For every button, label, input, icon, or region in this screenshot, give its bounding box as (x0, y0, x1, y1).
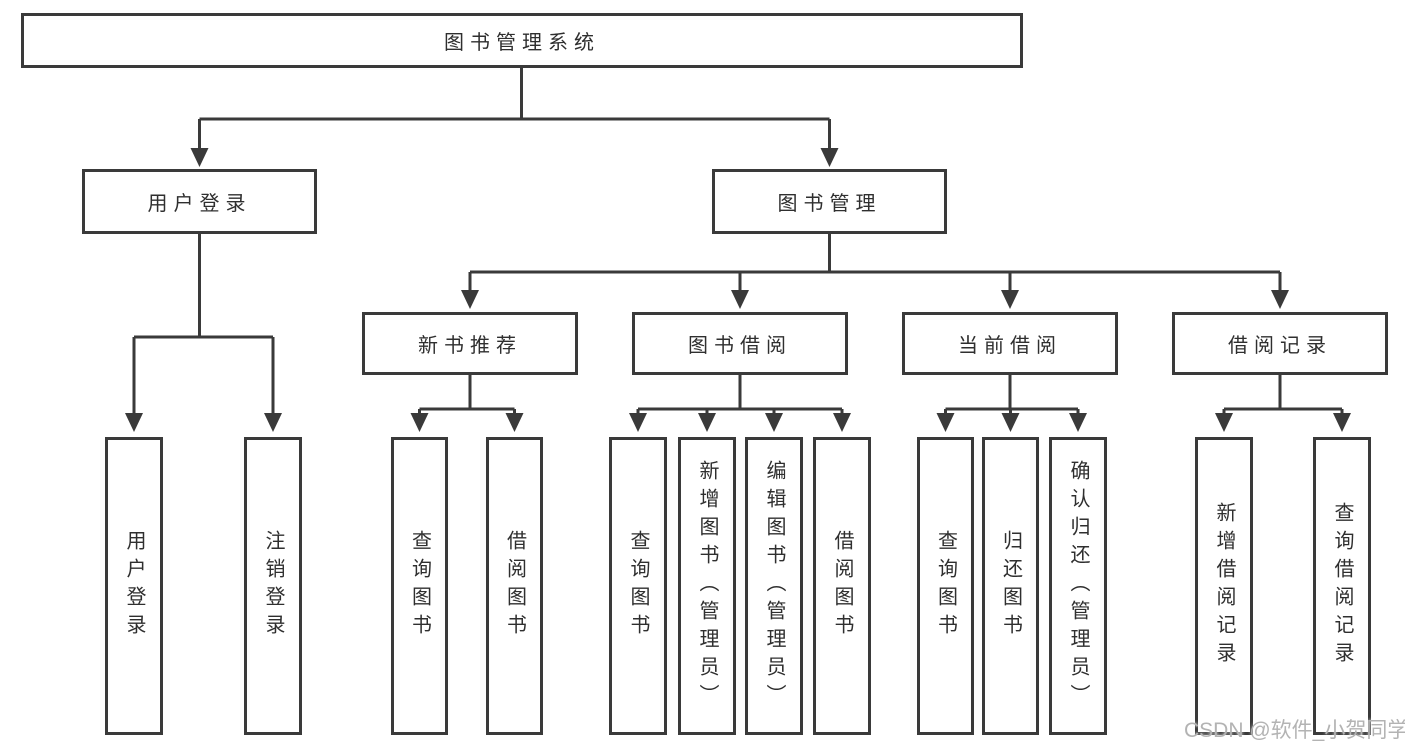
leaf-logout: 注销登录 (244, 437, 302, 735)
leaf-borrow-books: 借阅图书 (813, 437, 871, 735)
leaf-query-books-recommend: 查询图书 (391, 437, 448, 735)
leaf-label: 查询图书 (934, 530, 957, 642)
arrow-down-icon (505, 413, 524, 432)
leaf-return-books: 归还图书 (982, 437, 1039, 735)
leaf-label: 借阅图书 (831, 530, 853, 642)
leaf-label: 查询图书 (408, 530, 431, 642)
arrow-down-icon (833, 413, 851, 432)
arrow-down-icon (1001, 290, 1019, 309)
node-label: 图书借阅 (688, 335, 792, 357)
node-label: 用户登录 (147, 193, 252, 215)
arrow-down-icon (1001, 413, 1020, 432)
arrow-down-icon (410, 413, 429, 432)
leaf-borrow-books-recommend: 借阅图书 (486, 437, 543, 735)
node-user-login: 用户登录 (82, 169, 317, 234)
node-book-borrowing: 图书借阅 (632, 312, 848, 375)
leaf-user-login: 用户登录 (105, 437, 163, 735)
leaf-add-borrow-record: 新增借阅记录 (1195, 437, 1253, 735)
arrow-down-icon (765, 413, 783, 432)
node-current-borrowing: 当前借阅 (902, 312, 1118, 375)
node-label: 当前借阅 (958, 335, 1062, 357)
node-label: 图书管理 (777, 193, 882, 215)
leaf-label: 编辑图书（管理员） (763, 460, 785, 712)
arrow-down-icon (264, 413, 282, 432)
leaf-query-books-borrow: 查询图书 (609, 437, 667, 735)
arrow-down-icon (698, 413, 716, 432)
arrow-down-icon (1215, 413, 1233, 432)
arrow-down-icon (125, 413, 143, 432)
leaf-label: 归还图书 (999, 530, 1022, 642)
leaf-edit-books-admin: 编辑图书（管理员） (745, 437, 803, 735)
node-label: 借阅记录 (1228, 335, 1332, 357)
arrow-down-icon (936, 413, 955, 432)
arrow-down-icon (1069, 413, 1087, 432)
leaf-label: 用户登录 (123, 530, 145, 642)
leaf-label: 新增借阅记录 (1213, 502, 1235, 670)
node-book-management: 图书管理 (712, 169, 947, 234)
arrow-down-icon (1271, 290, 1289, 309)
leaf-label: 确认归还（管理员） (1067, 460, 1089, 712)
arrow-down-icon (731, 290, 749, 309)
node-label: 图书管理系统 (444, 32, 600, 54)
arrow-down-icon (190, 148, 209, 167)
leaf-add-books-admin: 新增图书（管理员） (678, 437, 736, 735)
arrow-down-icon (461, 290, 479, 309)
node-new-book-recommend: 新书推荐 (362, 312, 578, 375)
leaf-query-borrow-record: 查询借阅记录 (1313, 437, 1371, 735)
leaf-label: 查询借阅记录 (1331, 502, 1353, 670)
leaf-label: 新增图书（管理员） (696, 460, 718, 712)
leaf-label: 借阅图书 (503, 530, 526, 642)
csdn-watermark: CSDN @软件_小贺同学 (1184, 719, 1405, 742)
node-library-management-system: 图书管理系统 (21, 13, 1023, 68)
leaf-confirm-return-admin: 确认归还（管理员） (1049, 437, 1107, 735)
node-borrowing-records: 借阅记录 (1172, 312, 1388, 375)
node-label: 新书推荐 (418, 335, 522, 357)
leaf-query-books-current: 查询图书 (917, 437, 974, 735)
arrow-down-icon (629, 413, 647, 432)
arrow-down-icon (820, 148, 839, 167)
leaf-label: 注销登录 (262, 530, 284, 642)
arrow-down-icon (1333, 413, 1351, 432)
leaf-label: 查询图书 (627, 530, 649, 642)
